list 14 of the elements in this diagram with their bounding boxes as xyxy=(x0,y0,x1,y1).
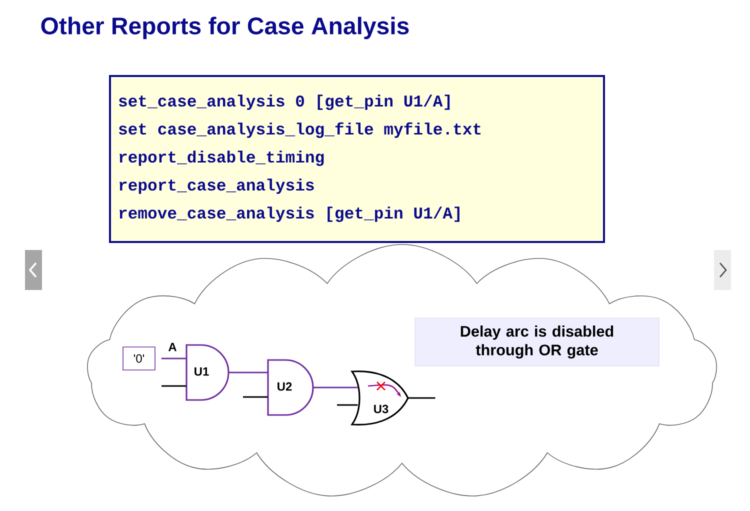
and-gate: U1 xyxy=(186,344,230,401)
wire xyxy=(337,404,358,406)
value-box: '0' xyxy=(122,346,156,370)
wire xyxy=(228,372,268,374)
pin-label: A xyxy=(168,342,177,352)
and-gate: U2 xyxy=(267,359,314,416)
wire xyxy=(313,386,358,388)
cloud xyxy=(87,244,717,496)
wire xyxy=(243,396,268,398)
or-gate: U3 xyxy=(351,370,409,426)
wire xyxy=(162,385,186,387)
title: Other Reports for Case Analysis xyxy=(41,16,409,40)
code-box: set_case_analysis 0 [get_pin U1/A] set case_analysis_log_file myfile.txt report_disable_timing report_case_analysis remove_case_analysis [get_pin U1/A] xyxy=(109,75,605,243)
wire xyxy=(408,397,436,399)
